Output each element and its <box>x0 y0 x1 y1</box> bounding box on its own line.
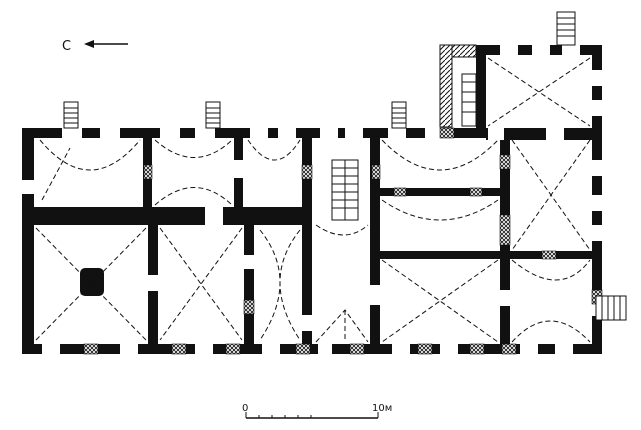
stair-2 <box>205 101 221 129</box>
stair-6 <box>331 159 359 221</box>
vault-lines <box>35 57 591 343</box>
hatched-wall-2 <box>439 44 453 128</box>
scale-start-label: 0 <box>242 403 248 414</box>
stair-1 <box>63 101 79 129</box>
stair-3 <box>391 101 407 129</box>
north-letter: С <box>62 39 71 54</box>
stair-5 <box>595 295 627 321</box>
north-arrow: С <box>62 39 128 54</box>
stair-7 <box>461 73 477 127</box>
scale-bar: 0 10м <box>242 403 392 419</box>
scale-end-label: 10м <box>372 403 392 414</box>
openings <box>22 45 602 354</box>
staircases <box>63 11 627 321</box>
stair-4 <box>556 11 576 46</box>
